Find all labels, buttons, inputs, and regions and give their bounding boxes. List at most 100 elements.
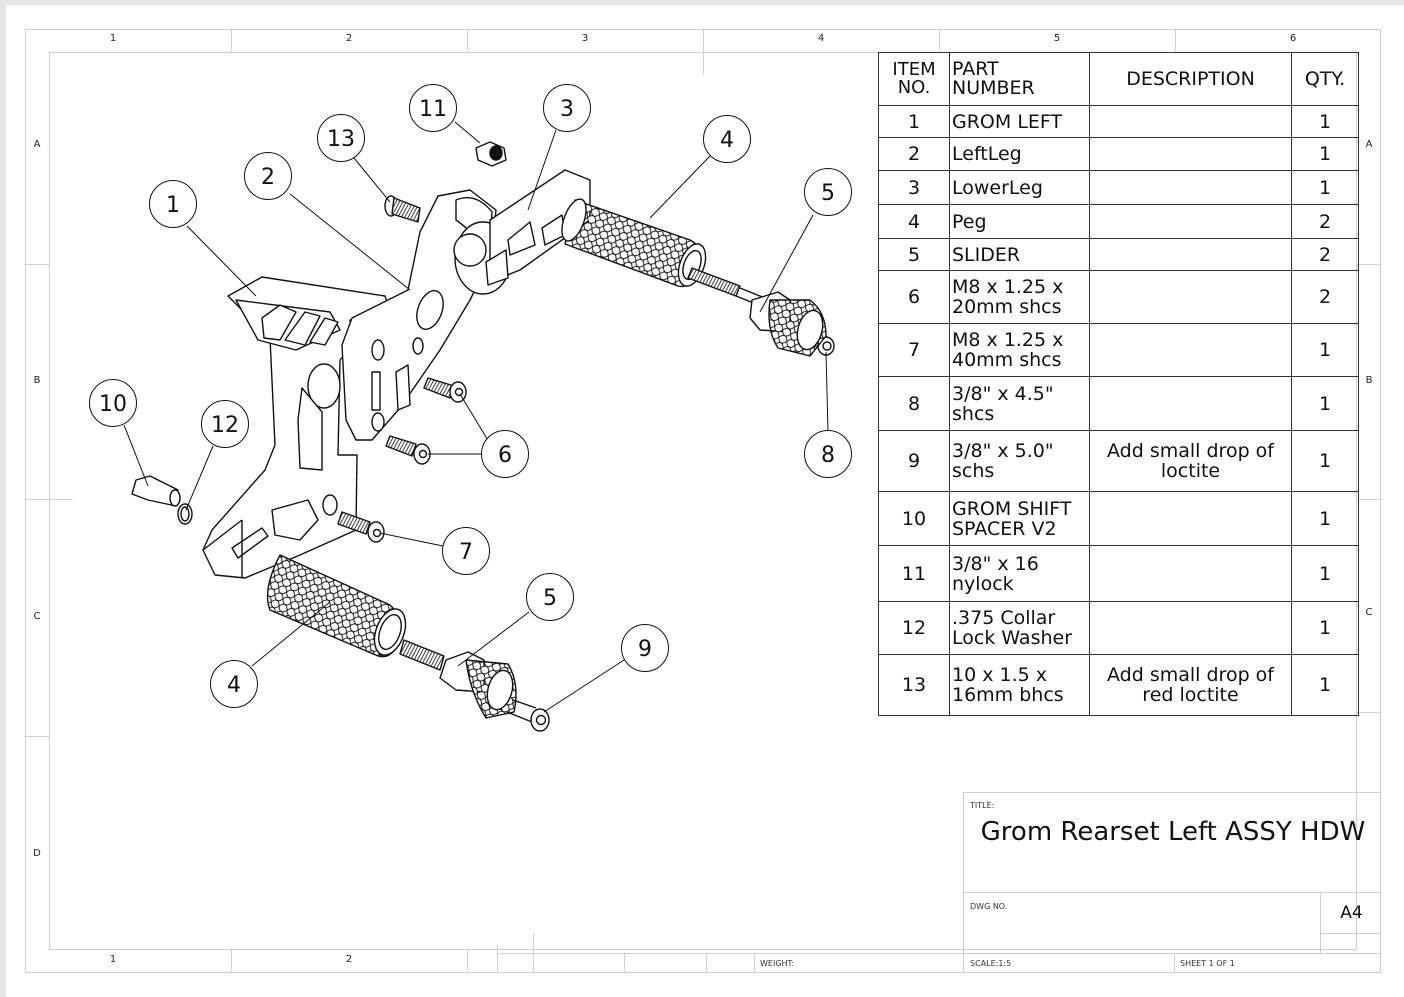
zone-divider: [25, 499, 73, 500]
zone-col-label: 2: [345, 954, 353, 965]
part-peg-upper: [561, 198, 707, 288]
leader-line: [759, 214, 814, 313]
zone-divider: [231, 950, 232, 973]
description: Add small drop of loctite: [1089, 430, 1292, 492]
qty: 1: [1291, 601, 1359, 655]
zone-divider: [231, 29, 232, 52]
qty: 2: [1291, 270, 1359, 324]
qty: 2: [1291, 204, 1359, 239]
part-collar-lock-washer: [177, 503, 193, 525]
balloon-label: 11: [419, 97, 447, 122]
part-number: 3/8" x 4.5" shcs: [949, 376, 1090, 431]
part-nylock-nut: [475, 141, 507, 167]
leader-line: [353, 157, 391, 203]
balloon-label: 7: [459, 540, 473, 565]
sheet-size: A4: [1340, 903, 1363, 923]
part-number: M8 x 1.25 x 40mm shcs: [949, 323, 1090, 377]
zone-divider: [25, 264, 49, 265]
balloon-7: 7: [442, 527, 490, 575]
balloon-4-lower: 4: [210, 660, 258, 708]
leader-line: [543, 659, 625, 713]
zone-row-label: B: [1365, 375, 1373, 386]
part-number: M8 x 1.25 x 20mm shcs: [949, 270, 1090, 324]
scale-label: SCALE:1:5: [970, 959, 1012, 968]
part-shift-spacer: [131, 475, 181, 507]
zone-divider: [939, 29, 940, 52]
zone-col-label: 1: [109, 954, 117, 965]
title-strip-divider: [754, 953, 755, 973]
part-number: 3/8" x 16 nylock: [949, 545, 1090, 602]
title-strip-divider: [706, 953, 707, 973]
balloon-4-upper: 4: [703, 115, 751, 163]
part-number: 10 x 1.5 x 16mm bhcs: [949, 654, 1090, 716]
zone-col-label: 2: [345, 33, 353, 44]
description: [1089, 601, 1292, 655]
item-no: 11: [878, 545, 950, 602]
item-no: 13: [878, 654, 950, 716]
description: [1089, 270, 1292, 324]
balloon-label: 5: [543, 586, 557, 611]
zone-divider: [1175, 29, 1176, 52]
item-no: 10: [878, 491, 950, 546]
part-slider-upper: [749, 291, 827, 357]
balloon-6: 6: [481, 430, 529, 478]
part-m8-40mm-bolt: [337, 511, 385, 543]
balloon-12: 12: [201, 400, 249, 448]
balloon-label: 2: [261, 165, 275, 190]
zone-row-label: B: [33, 375, 41, 386]
leader-line: [825, 351, 829, 432]
zone-col-label: 5: [1053, 33, 1061, 44]
leader-line: [454, 121, 481, 144]
balloon-9: 9: [621, 624, 669, 672]
leader-line: [186, 225, 257, 297]
zone-col-label: 3: [581, 33, 589, 44]
zone-divider: [703, 29, 704, 75]
qty: 1: [1291, 654, 1359, 716]
zone-row-label: A: [33, 139, 41, 150]
leader-line: [459, 393, 490, 443]
part-peg-lower: [266, 554, 407, 658]
zone-divider: [1357, 499, 1381, 500]
leader-line: [457, 611, 530, 667]
balloon-8: 8: [804, 430, 852, 478]
balloon-label: 12: [211, 413, 239, 438]
part-slider-lower: [439, 651, 517, 719]
dwg-no-label: DWG NO.: [970, 902, 1008, 911]
part-number: SLIDER: [949, 238, 1090, 271]
balloon-label: 13: [327, 127, 355, 152]
balloon-13: 13: [317, 114, 365, 162]
part-number: LowerLeg: [949, 170, 1090, 205]
leader-line: [289, 193, 411, 291]
title-label: TITLE:: [970, 801, 995, 810]
zone-row-label: C: [33, 611, 41, 622]
drawing-title: Grom Rearset Left ASSY HDW: [980, 817, 1366, 847]
description: [1089, 323, 1292, 377]
part-number: GROM LEFT: [949, 105, 1090, 138]
balloon-3: 3: [543, 84, 591, 132]
qty: 1: [1291, 491, 1359, 546]
item-no: 9: [878, 430, 950, 492]
balloon-11: 11: [409, 84, 457, 132]
part-number: GROM SHIFT SPACER V2: [949, 491, 1090, 546]
sheet-cell: SHEET 1 OF 1: [1174, 953, 1381, 973]
part-number: .375 Collar Lock Washer: [949, 601, 1090, 655]
zone-col-label: 6: [1289, 33, 1297, 44]
title-strip-divider: [624, 953, 625, 973]
leader-lines: [123, 121, 829, 713]
description: [1089, 105, 1292, 138]
zone-row-label: C: [1365, 607, 1373, 618]
leader-line: [527, 129, 557, 211]
description: Add small drop of red loctite: [1089, 654, 1292, 716]
qty: 1: [1291, 170, 1359, 205]
zone-row-label: A: [1365, 139, 1373, 150]
description: [1089, 137, 1292, 171]
